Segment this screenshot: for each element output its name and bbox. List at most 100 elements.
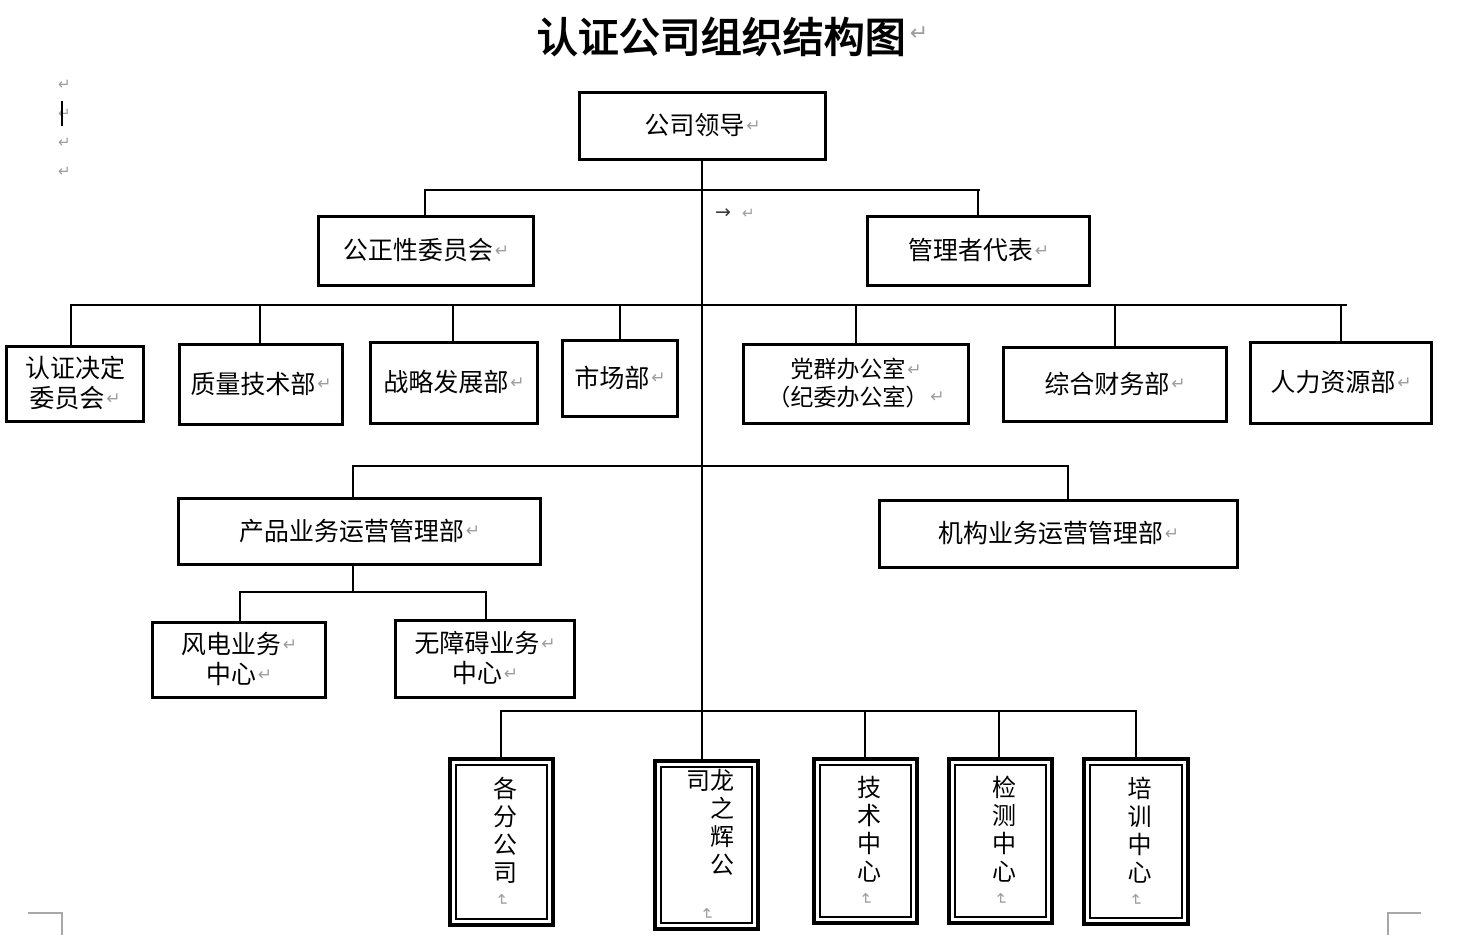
connector-line <box>452 304 454 342</box>
node-label: 管理者代表 <box>907 237 1033 265</box>
return-mark-icon: ↵ <box>697 907 717 921</box>
connector-line <box>500 710 502 758</box>
connector-line <box>500 710 1137 712</box>
return-mark-icon: ↵ <box>1171 374 1186 394</box>
node-testing-center[interactable]: 检测中心 ↵ <box>947 757 1054 925</box>
connector-line <box>70 304 1347 306</box>
page-corner-mark <box>28 912 63 914</box>
connector-line <box>424 189 426 216</box>
node-label: 技术中心 <box>852 775 880 887</box>
node-label: 中心 <box>205 661 256 689</box>
return-mark-icon: ↵ <box>1127 892 1146 907</box>
node-label: 产品业务运营管理部 <box>238 517 464 546</box>
connector-line <box>864 710 866 758</box>
node-label: 中心 <box>451 660 502 688</box>
page-title-text: 认证公司组织结构图 <box>536 15 906 61</box>
connector-line <box>485 591 487 620</box>
node-inner-border: 龙之辉公司 ↵ <box>660 766 753 924</box>
return-mark-icon: ↵ <box>742 204 755 222</box>
return-mark-icon: ↵ <box>282 634 298 655</box>
node-quality-tech-dept[interactable]: 质量技术部↵ <box>178 343 344 426</box>
node-hr-dept[interactable]: 人力资源部↵ <box>1249 341 1433 425</box>
node-label: 公正性委员会 <box>342 237 493 265</box>
return-mark-icon: ↵ <box>1164 523 1180 544</box>
return-mark-icon: ↵ <box>58 162 71 180</box>
page-title: 认证公司组织结构图 ↵ <box>0 4 1465 64</box>
connector-line <box>1067 465 1069 500</box>
node-label: 市场部 <box>574 364 650 393</box>
node-inner-border: 各分公司 ↵ <box>455 764 548 920</box>
return-mark-icon: ↵ <box>1034 240 1050 261</box>
node-tech-center[interactable]: 技术中心 ↵ <box>812 757 919 925</box>
tab-mark-icon: → <box>715 201 731 223</box>
return-mark-icon: ↵ <box>930 387 945 408</box>
connector-line <box>1340 304 1342 342</box>
return-mark-icon: ↵ <box>494 240 510 261</box>
node-institution-ops-dept[interactable]: 机构业务运营管理部↵ <box>878 499 1239 569</box>
return-mark-icon: ↵ <box>317 374 332 394</box>
return-mark-icon: ↵ <box>541 633 556 654</box>
node-party-office[interactable]: 党群办公室↵ （纪委办公室）↵ <box>742 343 970 425</box>
node-general-finance-dept[interactable]: 综合财务部↵ <box>1002 346 1228 423</box>
node-label: 无障碍业务 <box>414 630 540 658</box>
return-mark-icon: ↵ <box>651 368 666 388</box>
connector-line <box>977 189 979 216</box>
connector-line <box>352 566 354 592</box>
connector-line <box>1135 710 1137 758</box>
node-accessibility-center[interactable]: 无障碍业务↵ 中心↵ <box>394 619 576 699</box>
connector-line <box>998 710 1000 758</box>
connector-line <box>619 304 621 340</box>
connector-line <box>70 304 72 346</box>
node-label: 龙之辉公司 <box>681 768 733 880</box>
node-label: 培训中心 <box>1123 775 1150 888</box>
node-label: 公司领导 <box>644 112 745 140</box>
connector-line <box>352 465 1069 467</box>
node-wind-power-center[interactable]: 风电业务↵ 中心↵ <box>151 621 327 699</box>
node-strategy-dev-dept[interactable]: 战略发展部↵ <box>369 341 539 425</box>
node-label: 人力资源部 <box>1270 369 1396 397</box>
page-corner-mark <box>1387 912 1421 914</box>
return-mark-icon: ↵ <box>856 892 876 906</box>
node-label: 检测中心 <box>987 775 1015 887</box>
node-label: 质量技术部 <box>190 370 316 399</box>
node-label: 机构业务运营管理部 <box>937 520 1163 548</box>
return-mark-icon: ↵ <box>1397 372 1412 393</box>
return-mark-icon: ↵ <box>503 663 519 684</box>
return-mark-icon: ↵ <box>58 75 71 93</box>
node-label: 党群办公室 <box>790 356 906 383</box>
page-corner-mark <box>61 912 63 935</box>
node-label: （纪委办公室） <box>767 384 929 410</box>
return-mark-icon: ↵ <box>257 664 273 685</box>
return-mark-icon: ↵ <box>510 372 525 393</box>
node-cert-decision-committee[interactable]: 认证决定 委员会↵ <box>5 345 145 423</box>
connector-line <box>352 465 354 498</box>
connector-line <box>239 591 487 593</box>
connector-line <box>239 591 241 622</box>
return-mark-icon: ↵ <box>746 115 761 136</box>
return-mark-icon: ↵ <box>907 359 922 380</box>
return-mark-icon: ↵ <box>991 892 1011 906</box>
node-label: 各分公司 <box>488 776 516 888</box>
node-branch-companies[interactable]: 各分公司 ↵ <box>448 757 555 927</box>
node-training-center[interactable]: 培训中心 ↵ <box>1082 757 1190 926</box>
return-mark-icon: ↵ <box>492 893 512 907</box>
node-label: 委员会 <box>29 385 105 413</box>
return-mark-icon: ↵ <box>58 104 71 122</box>
node-marketing-dept[interactable]: 市场部↵ <box>561 339 679 418</box>
connector-line <box>855 304 857 344</box>
node-company-leadership[interactable]: 公司领导↵ <box>578 91 827 161</box>
page-corner-mark <box>1387 912 1389 935</box>
node-impartiality-committee[interactable]: 公正性委员会↵ <box>317 215 535 287</box>
node-label: 认证决定 <box>24 355 125 383</box>
return-mark-icon: ↵ <box>58 133 71 151</box>
node-label: 风电业务 <box>180 631 281 659</box>
node-management-representative[interactable]: 管理者代表↵ <box>866 215 1091 287</box>
connector-line <box>259 304 261 344</box>
node-longzhihui-company[interactable]: 龙之辉公司 ↵ <box>653 759 760 931</box>
node-label: 战略发展部 <box>383 369 509 397</box>
node-product-ops-dept[interactable]: 产品业务运营管理部↵ <box>177 497 542 566</box>
return-mark-icon: ↵ <box>106 388 121 409</box>
node-inner-border: 技术中心 ↵ <box>819 764 912 918</box>
connector-line <box>424 189 980 191</box>
